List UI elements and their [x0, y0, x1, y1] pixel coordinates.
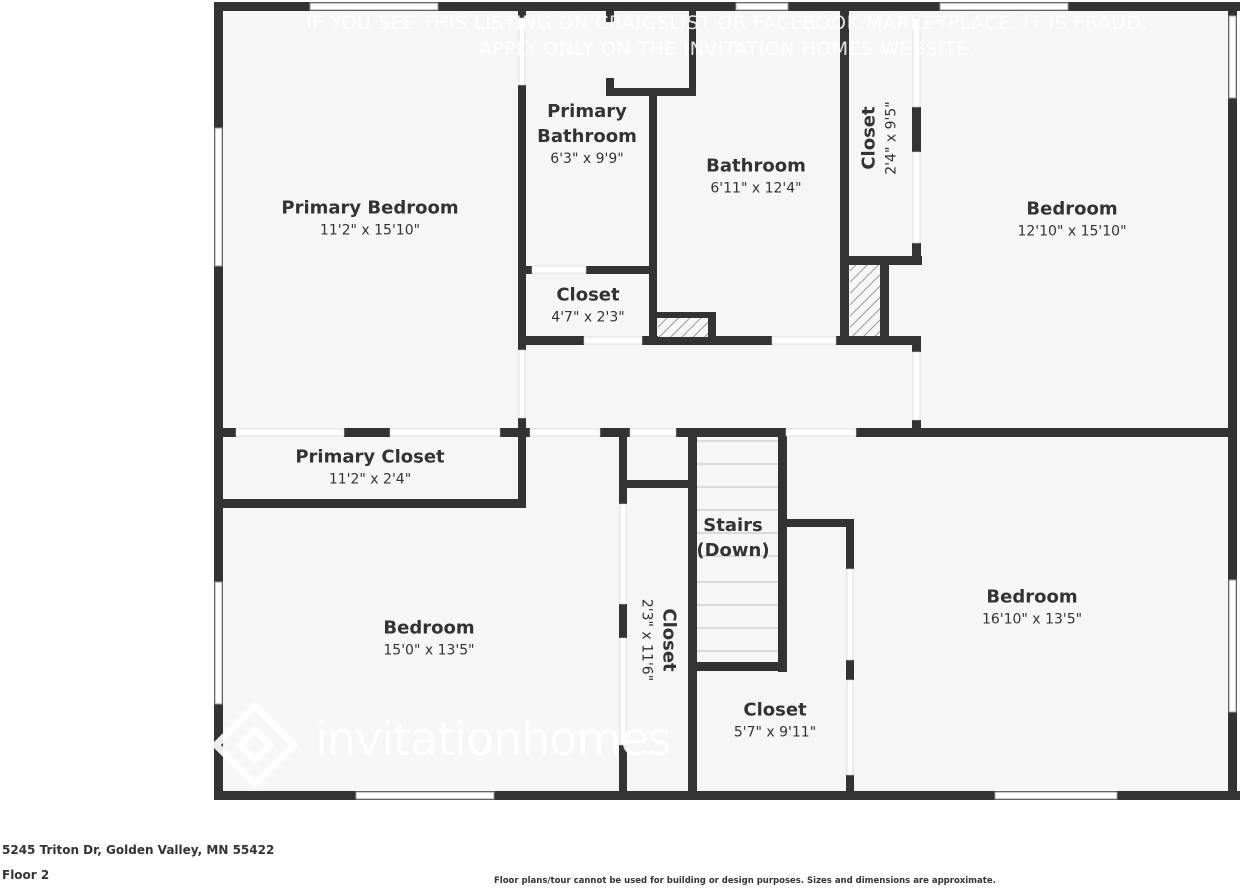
watermark-logo-text: invitationhomes — [315, 712, 672, 766]
chase-hatch — [850, 265, 880, 336]
room-bedroom-lower-right: Bedroom 16'10" x 13'5" — [982, 585, 1082, 630]
stairs-direction: (Down) — [696, 540, 770, 561]
room-dimensions: 5'7" x 9'11" — [733, 724, 817, 741]
room-name-line1: Primary — [547, 101, 627, 122]
room-primary-bedroom: Primary Bedroom 11'2" x 15'10" — [281, 196, 458, 241]
room-name: Bathroom — [706, 155, 806, 177]
room-name: Bedroom — [383, 617, 475, 639]
room-bathroom: Bathroom 6'11" x 12'4" — [706, 154, 806, 199]
room-dimensions: 16'10" x 13'5" — [981, 611, 1083, 628]
room-dimensions: 11'2" x 15'10" — [319, 222, 421, 239]
walls — [214, 2, 1240, 800]
stair-treads — [697, 440, 778, 652]
room-dimensions: 11'2" x 2'4" — [328, 471, 412, 488]
fraud-watermark-line2: APPLY ONLY ON THE INVITATION HOMES WEBSI… — [478, 38, 976, 60]
room-name: Primary Bedroom — [281, 197, 459, 219]
room-name: Closet — [743, 699, 807, 721]
room-primary-closet: Primary Closet 11'2" x 2'4" — [295, 445, 444, 490]
floor-label: Floor 2 — [2, 868, 50, 882]
room-dimensions: 2'4" x 9'5" — [883, 101, 900, 175]
room-name: Closet — [858, 106, 880, 170]
stairs-label: Stairs — [703, 515, 763, 536]
house-diamond-logo-icon — [211, 701, 299, 789]
room-closet-bath: Closet 4'7" x 2'3" — [551, 283, 624, 328]
room-name: Closet — [556, 284, 620, 306]
room-dimensions: 4'7" x 2'3" — [551, 309, 625, 326]
windows — [214, 2, 1237, 800]
room-name: Bedroom — [986, 586, 1078, 608]
room-closet-walkin: Closet 5'7" x 9'11" — [734, 698, 816, 743]
room-dimensions: 6'11" x 12'4" — [710, 180, 802, 197]
invitation-homes-watermark: invitationhomes — [210, 700, 690, 795]
room-closet-upper-right: Closet 2'4" x 9'5" — [857, 101, 902, 174]
room-name: Closet — [658, 608, 680, 672]
door-openings — [235, 17, 921, 776]
room-dimensions: 6'3" x 9'9" — [550, 151, 624, 167]
chase-hatch — [658, 318, 708, 337]
room-bedroom-lower-left: Bedroom 15'0" x 13'5" — [383, 616, 474, 661]
room-name: Bedroom — [1026, 198, 1118, 220]
room-dimensions: 15'0" x 13'5" — [383, 642, 475, 659]
stairs-down: Stairs (Down) — [696, 513, 769, 563]
disclaimer: Floor plans/tour cannot be used for buil… — [494, 876, 996, 886]
room-bedroom-upper-right: Bedroom 12'10" x 15'10" — [1017, 197, 1126, 242]
fraud-watermark-line1: IF YOU SEE THIS LISTING ON CRAIGSLIST OR… — [306, 12, 1148, 34]
room-dimensions: 12'10" x 15'10" — [1017, 223, 1127, 240]
floor-area — [218, 6, 1232, 796]
property-address: 5245 Triton Dr, Golden Valley, MN 55422 — [2, 843, 275, 857]
room-dimensions: 2'3" x 11'6" — [638, 598, 655, 682]
room-name: Primary Closet — [295, 446, 445, 468]
room-closet-hall: Closet 2'3" x 11'6" — [637, 599, 682, 681]
room-name-line2: Bathroom — [537, 126, 637, 147]
room-primary-bathroom: Primary Bathroom 6'3" x 9'9" — [537, 99, 637, 169]
